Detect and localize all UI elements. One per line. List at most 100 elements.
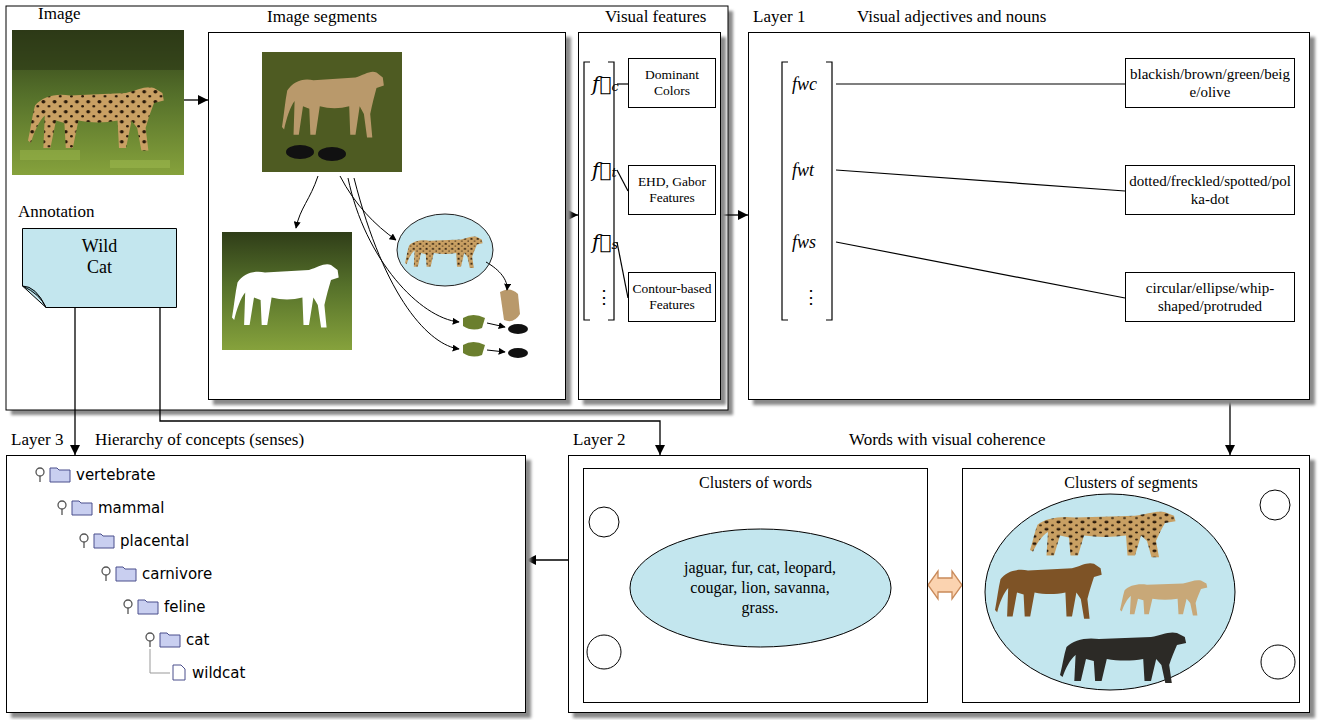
tree-item-holder: feline [164, 597, 206, 617]
tree-item: cat [186, 630, 209, 650]
word-vector [836, 170, 1125, 191]
tree-icons [80, 534, 88, 542]
vector-entry: fwt [792, 158, 814, 182]
arrow-connector [74, 308, 75, 455]
feature-box: Dominant Colors [628, 58, 716, 108]
word-vector [836, 242, 1125, 298]
feature-box: EHD, Gabor Features [628, 165, 716, 215]
vector-ellipsis: ⋮ [802, 285, 820, 309]
image-frame: Image [12, 30, 184, 175]
arrow-connector [721, 214, 748, 215]
segment-images [508, 348, 528, 358]
word-vector [836, 83, 1125, 84]
tree-icons [124, 600, 132, 608]
vector-entry: f⃗s [592, 230, 618, 257]
segment-arrows [296, 176, 318, 228]
tree-item-holder: vertebrate [76, 465, 155, 485]
tree-item-holder: wildcat [192, 663, 245, 683]
tree-icons [116, 567, 136, 581]
node-text: Wild Cat [82, 236, 117, 278]
segment-images [508, 324, 528, 334]
segment-images [405, 237, 483, 268]
node-text: Clusters of words [584, 469, 927, 493]
layer-panel: Layer 3Hierarchy of concepts (senses) [6, 455, 526, 713]
vector-entry-holder: fwt [792, 158, 814, 182]
outer-panel [6, 6, 733, 415]
feature-vector [617, 170, 628, 191]
segment-cluster [1030, 512, 1176, 557]
tree-icons [36, 468, 44, 476]
segment-images [318, 147, 346, 161]
cheetah-photo [28, 87, 164, 150]
tree-item: wildcat [192, 663, 245, 683]
segment-arrows [354, 178, 459, 349]
segment-arrows [296, 176, 507, 352]
empty-clusters [1261, 645, 1295, 679]
layer-panel: jaguar, fur, cat, leopard, cougar, lion,… [568, 455, 1310, 713]
node-text: jaguar, fur, cat, leopard, cougar, lion,… [674, 558, 846, 618]
word-cluster: jaguar, fur, cat, leopard, cougar, lion,… [629, 528, 892, 648]
tree-item: feline [164, 597, 206, 617]
vector-entry-holder: fws [792, 230, 816, 254]
vector-ellipsis-holder: ⋮ [595, 285, 613, 309]
tree-item: mammal [98, 498, 164, 518]
segment-cluster [995, 563, 1102, 619]
node-text: EHD, Gabor Features [631, 174, 713, 206]
arrow-connector [1229, 400, 1230, 455]
cheetah-photo [12, 30, 184, 70]
segment-images [222, 232, 352, 350]
tree-item-holder: cat [186, 630, 209, 650]
segment-arrows [486, 262, 507, 290]
segment-images [463, 315, 485, 330]
tree-item-holder: carnivore [142, 564, 212, 584]
segment-arrows [348, 178, 459, 322]
tree-item: carnivore [142, 564, 212, 584]
word-box: blackish/brown/green/beige/olive [1125, 58, 1295, 108]
segment-cluster [1120, 580, 1207, 615]
tree-icons [102, 567, 110, 575]
tree-item-holder: placental [120, 531, 189, 551]
vector-entry: fwc [792, 72, 817, 96]
feature-vector [617, 242, 628, 298]
vector-ellipsis: ⋮ [595, 285, 613, 309]
word-vector [826, 62, 832, 320]
tree-icons [94, 534, 114, 548]
node-text: Dominant Colors [631, 67, 713, 99]
vector-entry: fws [792, 230, 816, 254]
arrow-connector [526, 559, 568, 560]
word-box: dotted/freckled/spotted/polka-dot [1125, 165, 1295, 215]
vector-entry-holder: f⃗s [592, 230, 618, 257]
empty-clusters [587, 635, 621, 669]
segment-images [262, 52, 402, 172]
tree-icons [138, 600, 158, 614]
segment-images [222, 52, 528, 358]
cluster-box: Clusters of segments [962, 468, 1300, 703]
feature-vector [608, 62, 614, 320]
outer-panel [6, 6, 728, 410]
node-text: blackish/brown/green/beige/olive [1128, 65, 1292, 101]
tree-item: vertebrate [76, 465, 155, 485]
segment-arrows [487, 323, 505, 327]
node-text: Clusters of segments [963, 469, 1299, 493]
vector-ellipsis-holder: ⋮ [802, 285, 820, 309]
empty-clusters [1260, 490, 1290, 520]
cheetah-photo [12, 30, 184, 175]
ellipse-outline [630, 529, 891, 647]
cluster-box: jaguar, fur, cat, leopard, cougar, lion,… [583, 468, 928, 703]
tree-icons [36, 468, 154, 641]
vector-entry-holder: f⃗c [592, 72, 619, 99]
cheetah-photo [20, 150, 80, 160]
node-text: circular/ellipse/whip-shaped/protruded [1128, 279, 1292, 315]
segment-cluster [985, 494, 1235, 690]
segment-images [282, 72, 384, 138]
tree-icons [146, 633, 154, 641]
tree-item-holder: mammal [98, 498, 164, 518]
tree-icons [72, 501, 92, 515]
segment-images [463, 342, 485, 357]
vector-entry: f⃗c [592, 72, 619, 99]
tree-icons [173, 665, 185, 680]
node-text: dotted/freckled/spotted/polka-dot [1128, 172, 1292, 208]
arrow-connector [184, 99, 208, 100]
cheetah-photo [12, 30, 184, 175]
